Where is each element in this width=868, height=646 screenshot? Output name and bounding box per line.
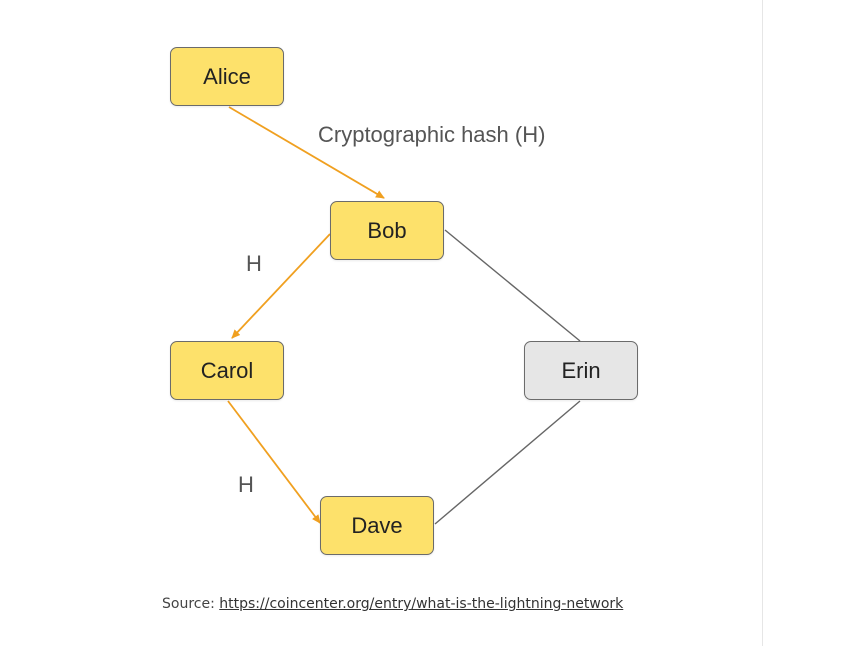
source-link[interactable]: https://coincenter.org/entry/what-is-the… [219,596,624,612]
node-bob: Bob [330,201,444,260]
node-erin: Erin [524,341,638,400]
source-prefix: Source: [162,596,220,612]
node-carol: Carol [170,341,284,400]
node-alice: Alice [170,47,284,106]
page-edge [762,0,868,646]
node-dave: Dave [320,496,434,555]
edge-bob-carol [231,233,331,339]
edge-erin-dave [434,400,581,525]
edge-alice-bob [228,106,385,199]
edge-label-cryptographic-hash: Cryptographic hash (H) [318,122,546,147]
source-caption: Source: https://coincenter.org/entry/wha… [162,596,623,612]
edge-carol-dave [227,400,321,524]
edge-label-h-carol-dave: H [238,472,254,497]
edge-label-h-bob-carol: H [246,251,262,276]
edge-bob-erin [444,229,581,342]
